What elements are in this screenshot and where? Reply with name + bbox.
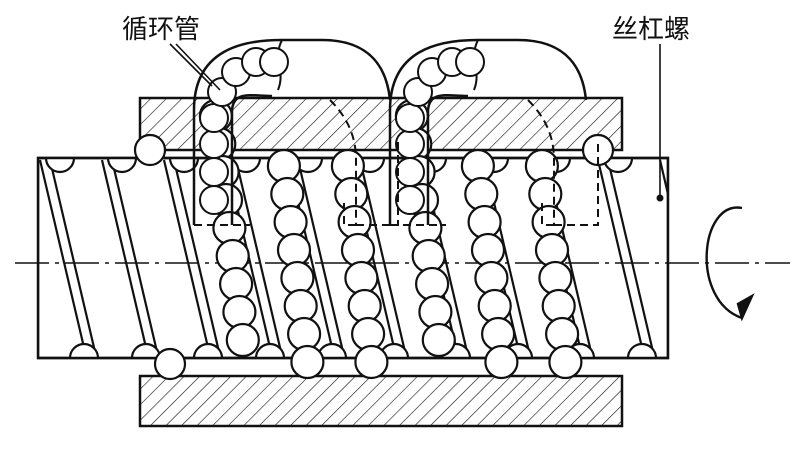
thread-crest-line — [48, 159, 98, 357]
hidden-corner-line — [343, 203, 364, 226]
top-groove-scallop — [44, 157, 76, 174]
thread-crest-line — [162, 159, 212, 357]
ball — [421, 322, 456, 358]
recirculation-tubes — [192, 38, 588, 225]
ball — [544, 316, 580, 352]
ball — [460, 148, 495, 184]
mask-right — [669, 150, 800, 366]
top-groove-scallop — [106, 157, 138, 174]
ball — [199, 185, 229, 215]
ball — [199, 129, 229, 159]
label-recirculation-tube-group: 循环管 — [122, 15, 221, 91]
ball — [395, 103, 425, 133]
ball — [287, 316, 322, 352]
ball — [266, 148, 301, 184]
bottom-groove-scallop — [68, 342, 100, 359]
hidden-return-line — [554, 140, 599, 226]
ball — [455, 47, 485, 77]
recirculation-tube — [388, 38, 588, 225]
ball — [280, 260, 315, 296]
ball — [225, 322, 260, 358]
ball — [418, 294, 453, 330]
tube-inner-wall — [426, 94, 469, 225]
ball — [470, 232, 506, 268]
tube-inner-wall — [230, 94, 273, 225]
ball — [273, 204, 308, 240]
thread-crest-line — [172, 159, 222, 357]
ball — [340, 232, 376, 268]
ball — [290, 344, 325, 380]
ball — [199, 103, 229, 133]
thread-crest-line — [596, 159, 646, 357]
ball — [477, 288, 512, 324]
ball — [219, 266, 254, 302]
ball — [347, 288, 382, 324]
thread-crest-line — [38, 159, 88, 357]
ball — [199, 157, 229, 187]
ball — [464, 176, 499, 212]
ball — [481, 316, 516, 352]
rotation-arrow-icon — [705, 206, 755, 322]
hidden-return-line — [527, 99, 555, 225]
ball — [283, 288, 318, 324]
ball — [528, 176, 563, 212]
ball — [548, 344, 583, 380]
label-screw-shaft: 丝杠螺 — [612, 15, 690, 45]
ball — [395, 129, 425, 159]
thread-crest-line — [100, 159, 150, 357]
ball — [531, 204, 566, 240]
thread-crest-line — [606, 159, 656, 357]
bottom-groove-scallop — [254, 342, 286, 359]
ball — [276, 232, 312, 268]
ball — [215, 238, 250, 274]
ball — [484, 344, 519, 380]
hidden-return-line — [329, 99, 357, 225]
ball — [133, 133, 167, 167]
bottom-groove-scallop — [192, 342, 224, 359]
ball — [344, 260, 379, 296]
ball — [270, 176, 305, 212]
ball — [467, 204, 502, 240]
thread-crest-line — [234, 159, 284, 357]
ball — [212, 210, 247, 246]
hidden-corner-line — [541, 203, 562, 226]
ball — [334, 176, 369, 212]
hidden-return-lines — [194, 99, 599, 226]
ball — [541, 288, 576, 324]
ball — [411, 238, 446, 274]
thread-crest-line — [110, 159, 160, 357]
ball — [534, 232, 570, 268]
ball — [259, 47, 289, 77]
ball — [351, 316, 386, 352]
nut-bottom — [138, 374, 624, 428]
ball — [415, 266, 450, 302]
ball — [395, 185, 425, 215]
thread-crest-line — [296, 159, 346, 357]
ball — [222, 294, 257, 330]
label-recirculation-tube: 循环管 — [122, 15, 200, 45]
bottom-groove-scallop — [626, 342, 658, 359]
recirculation-tube — [192, 38, 392, 225]
ball — [538, 260, 573, 296]
ball — [408, 210, 443, 246]
label-screw-shaft-group: 丝杠螺 — [612, 15, 690, 202]
ball — [474, 260, 509, 296]
ball — [395, 157, 425, 187]
ball — [330, 148, 365, 184]
mask-left — [0, 150, 37, 366]
top-groove-scallop — [168, 157, 200, 174]
ball — [153, 347, 187, 381]
ball — [354, 344, 389, 380]
